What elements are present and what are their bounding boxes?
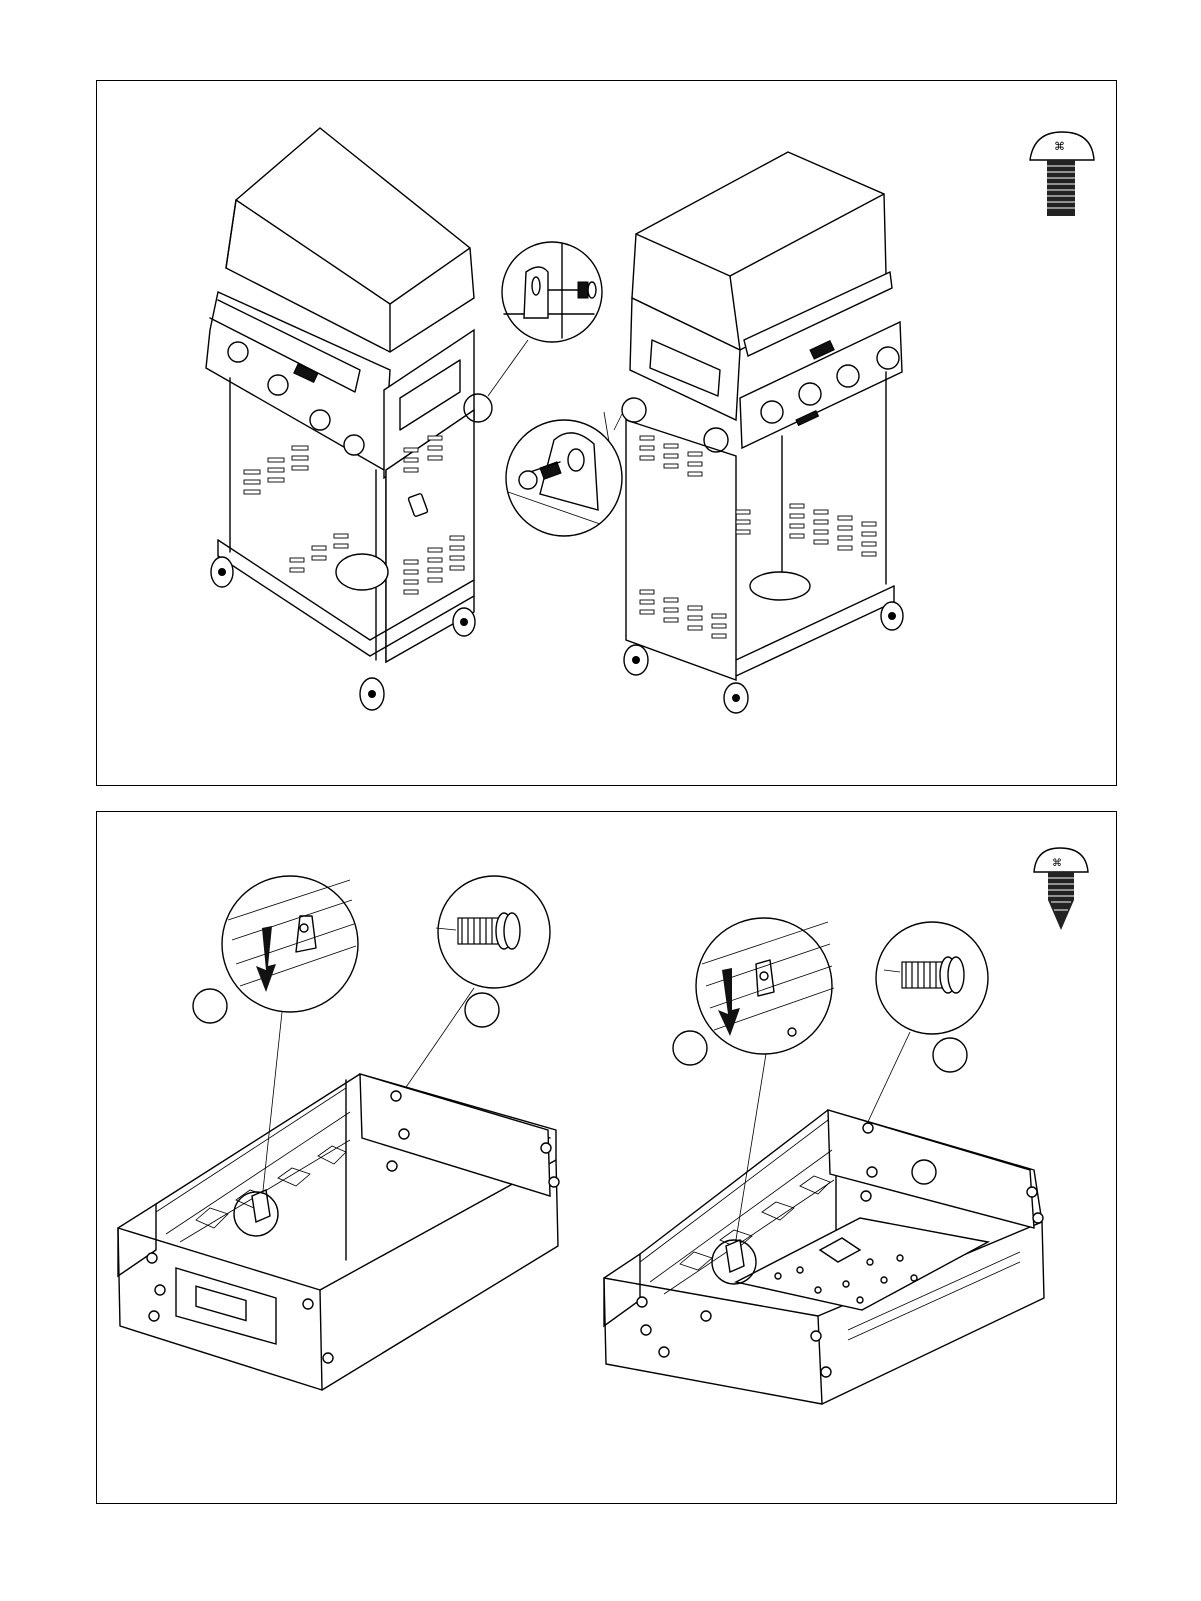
- step-marker-left-2: [465, 993, 499, 1027]
- detail-circle-bracket-bolt: [488, 242, 602, 396]
- detail-circle-bolt-insert: [506, 412, 622, 536]
- detail-circle-arrow-right: [696, 918, 832, 1054]
- detail-circle-arrow-left: [222, 876, 358, 1012]
- self-tapping-screw-icon: ⌘: [1034, 848, 1088, 930]
- svg-text:⌘: ⌘: [1054, 140, 1065, 153]
- step-marker-right-1: [673, 1031, 707, 1065]
- firebox-left-assembly: [118, 876, 559, 1390]
- firebox-right-assembly: [604, 918, 1044, 1404]
- step-marker-right-2: [933, 1038, 967, 1072]
- step-marker-left-1: [193, 989, 227, 1023]
- svg-text:⌘: ⌘: [1052, 858, 1062, 869]
- grill-right-view: [614, 152, 903, 713]
- flat-head-bolt-icon: ⌘: [1030, 132, 1094, 216]
- grill-left-view: [206, 128, 492, 710]
